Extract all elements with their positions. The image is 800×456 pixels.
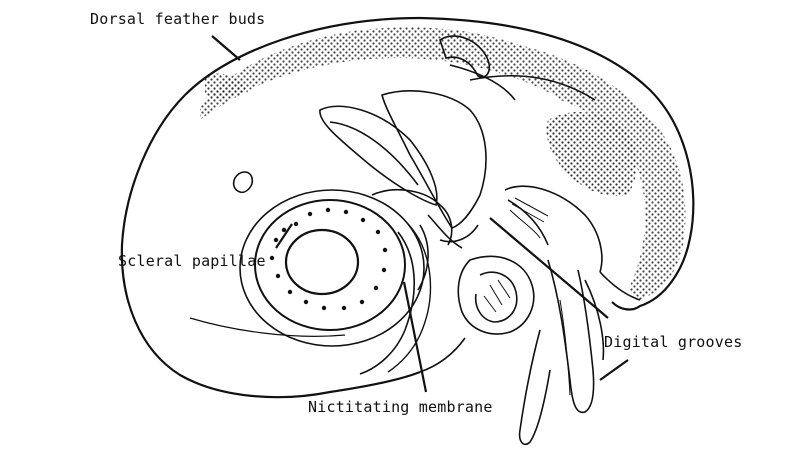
- leader-lines: [211, 35, 629, 393]
- wing-limb: [457, 185, 605, 446]
- head-lower-outline: [120, 94, 421, 399]
- dorsal-stipple: [200, 27, 686, 301]
- jaw-folds: [319, 35, 596, 291]
- label-digital-grooves: Digital grooves: [604, 333, 743, 351]
- scleral-papillae-dots: [269, 207, 388, 311]
- label-nictitating-membrane: Nictitating membrane: [308, 398, 493, 416]
- label-scleral-papillae: Scleral papillae: [118, 252, 266, 270]
- eye: [239, 189, 432, 375]
- head-outline: [184, 16, 695, 311]
- body-outline: [419, 271, 641, 373]
- label-dorsal-feather-buds: Dorsal feather buds: [90, 10, 266, 28]
- nostril: [232, 171, 254, 194]
